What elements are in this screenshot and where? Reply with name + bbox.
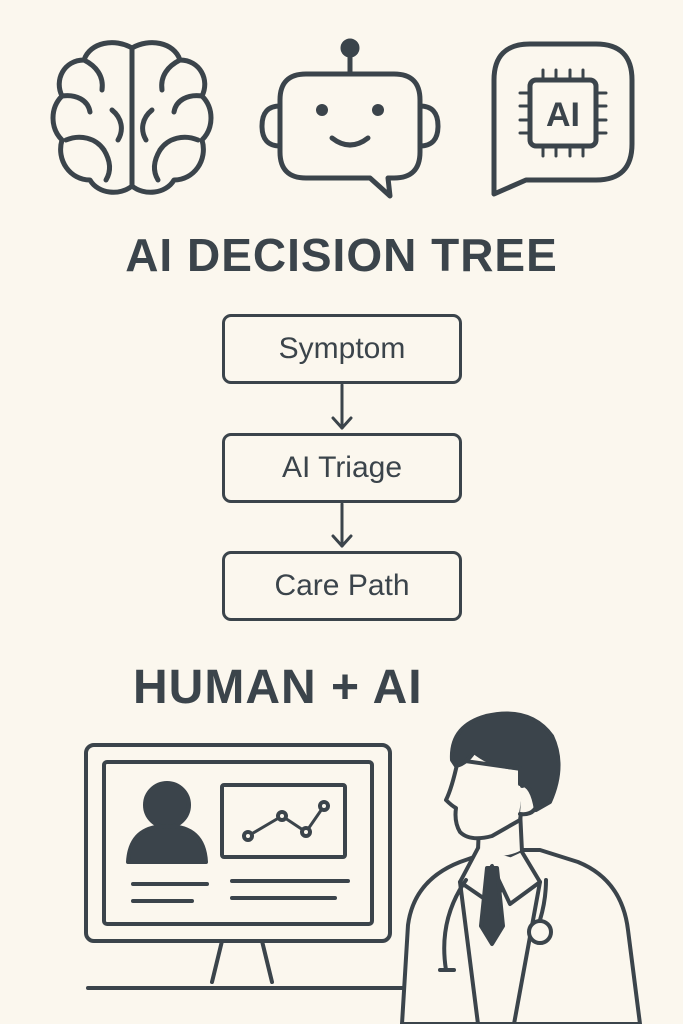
page-title: AI DECISION TREE (125, 229, 558, 281)
flow-node-symptom: Symptom (222, 314, 462, 384)
arrow-down-icon (331, 383, 353, 430)
robot-chat-icon (259, 38, 441, 199)
flow-node-ai-triage: AI Triage (222, 433, 462, 503)
monitor-icon (84, 743, 410, 990)
flow-node-label: Care Path (274, 569, 410, 602)
flow-node-label: Symptom (278, 332, 406, 365)
human-ai-scene (84, 711, 642, 1024)
section-subtitle: HUMAN + AI (133, 661, 423, 714)
brain-icon (50, 40, 214, 195)
ai-chip-bubble-icon: AI (491, 41, 635, 197)
icon-row: AI (50, 38, 635, 199)
doctor-icon (400, 711, 642, 1024)
flow-node-care-path: Care Path (222, 551, 462, 621)
arrow-down-icon (331, 502, 353, 548)
user-profile-icon (126, 781, 208, 864)
flow-node-label: AI Triage (281, 451, 403, 484)
line-chart-icon (220, 783, 347, 859)
chip-label: AI (546, 96, 580, 134)
